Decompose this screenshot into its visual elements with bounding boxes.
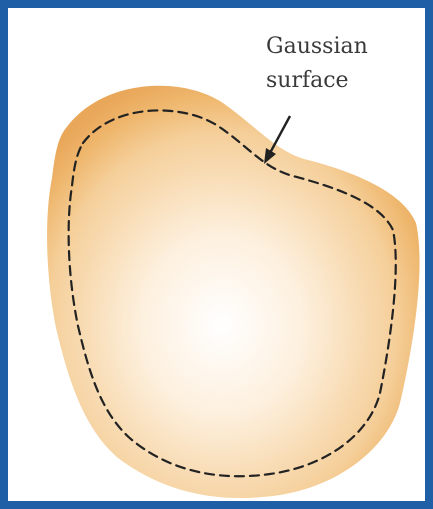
label-line-2: surface	[266, 64, 426, 98]
gaussian-surface-label: Gaussian surface	[266, 30, 426, 98]
label-line-1: Gaussian	[266, 30, 426, 64]
conductor-body	[47, 86, 419, 498]
